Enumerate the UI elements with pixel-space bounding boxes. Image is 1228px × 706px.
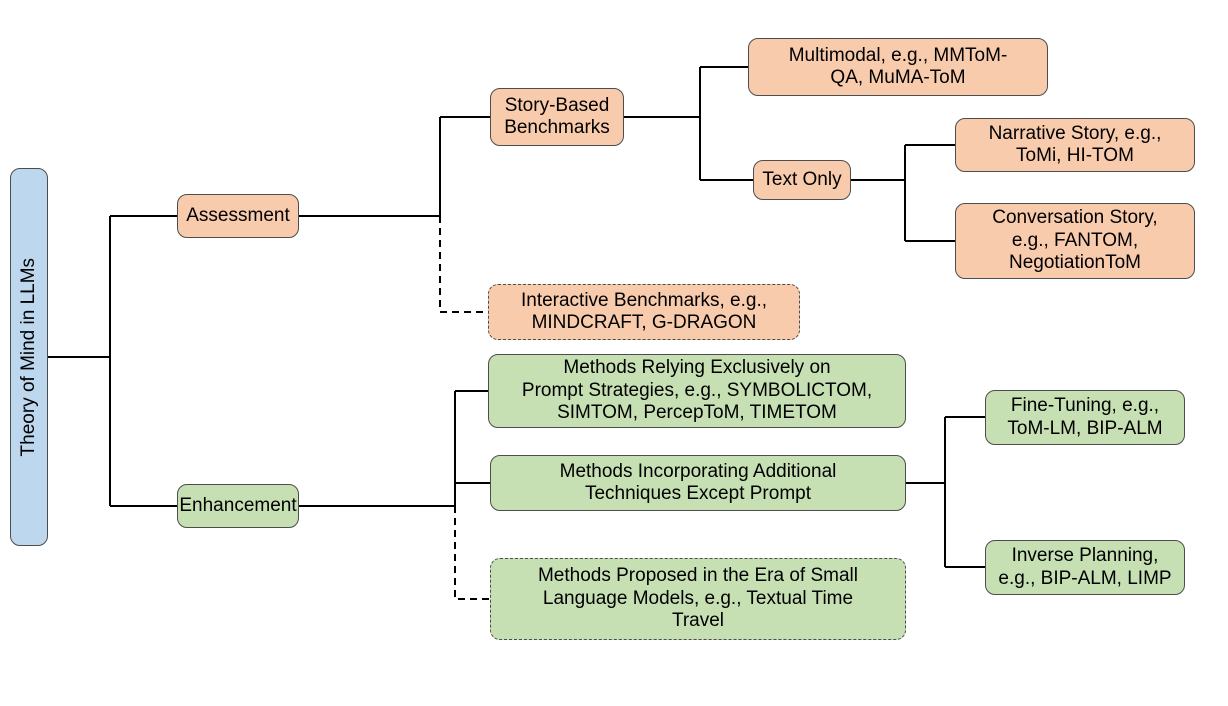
edge-enhancement-to-children: [299, 390, 490, 507]
node-assessment: Assessment: [177, 194, 299, 238]
node-interactive-benchmarks: Interactive Benchmarks, e.g., MINDCRAFT,…: [488, 284, 800, 340]
edge-root-to-branches: [48, 215, 177, 507]
node-prompt-strategy-methods: Methods Relying Exclusively on Prompt St…: [488, 354, 906, 428]
node-enhancement: Enhancement: [177, 484, 299, 528]
node-story-based-benchmarks: Story-Based Benchmarks: [490, 88, 624, 146]
edge-assessment-to-story: [299, 116, 490, 217]
node-text-only: Text Only: [753, 160, 851, 200]
node-inverse-planning: Inverse Planning, e.g., BIP-ALM, LIMP: [985, 540, 1185, 595]
node-fine-tuning: Fine-Tuning, e.g., ToM-LM, BIP-ALM: [985, 390, 1185, 445]
edge-enhancement-to-smalllm: [454, 506, 490, 600]
node-root: Theory of Mind in LLMs: [10, 168, 48, 546]
node-multimodal: Multimodal, e.g., MMToM- QA, MuMA-ToM: [748, 38, 1048, 96]
node-conversation-story: Conversation Story, e.g., FANTOM, Negoti…: [955, 203, 1195, 279]
edge-story-to-children: [624, 66, 753, 181]
node-additional-techniques-methods: Methods Incorporating Additional Techniq…: [490, 455, 906, 511]
node-narrative-story: Narrative Story, e.g., ToMi, HI-TOM: [955, 118, 1195, 172]
edge-additional-to-children: [906, 416, 985, 568]
node-root-label: Theory of Mind in LLMs: [17, 257, 39, 457]
edge-assessment-to-interactive: [439, 216, 488, 313]
edge-textonly-to-children: [851, 144, 955, 242]
node-small-lm-era-methods: Methods Proposed in the Era of Small Lan…: [490, 558, 906, 640]
